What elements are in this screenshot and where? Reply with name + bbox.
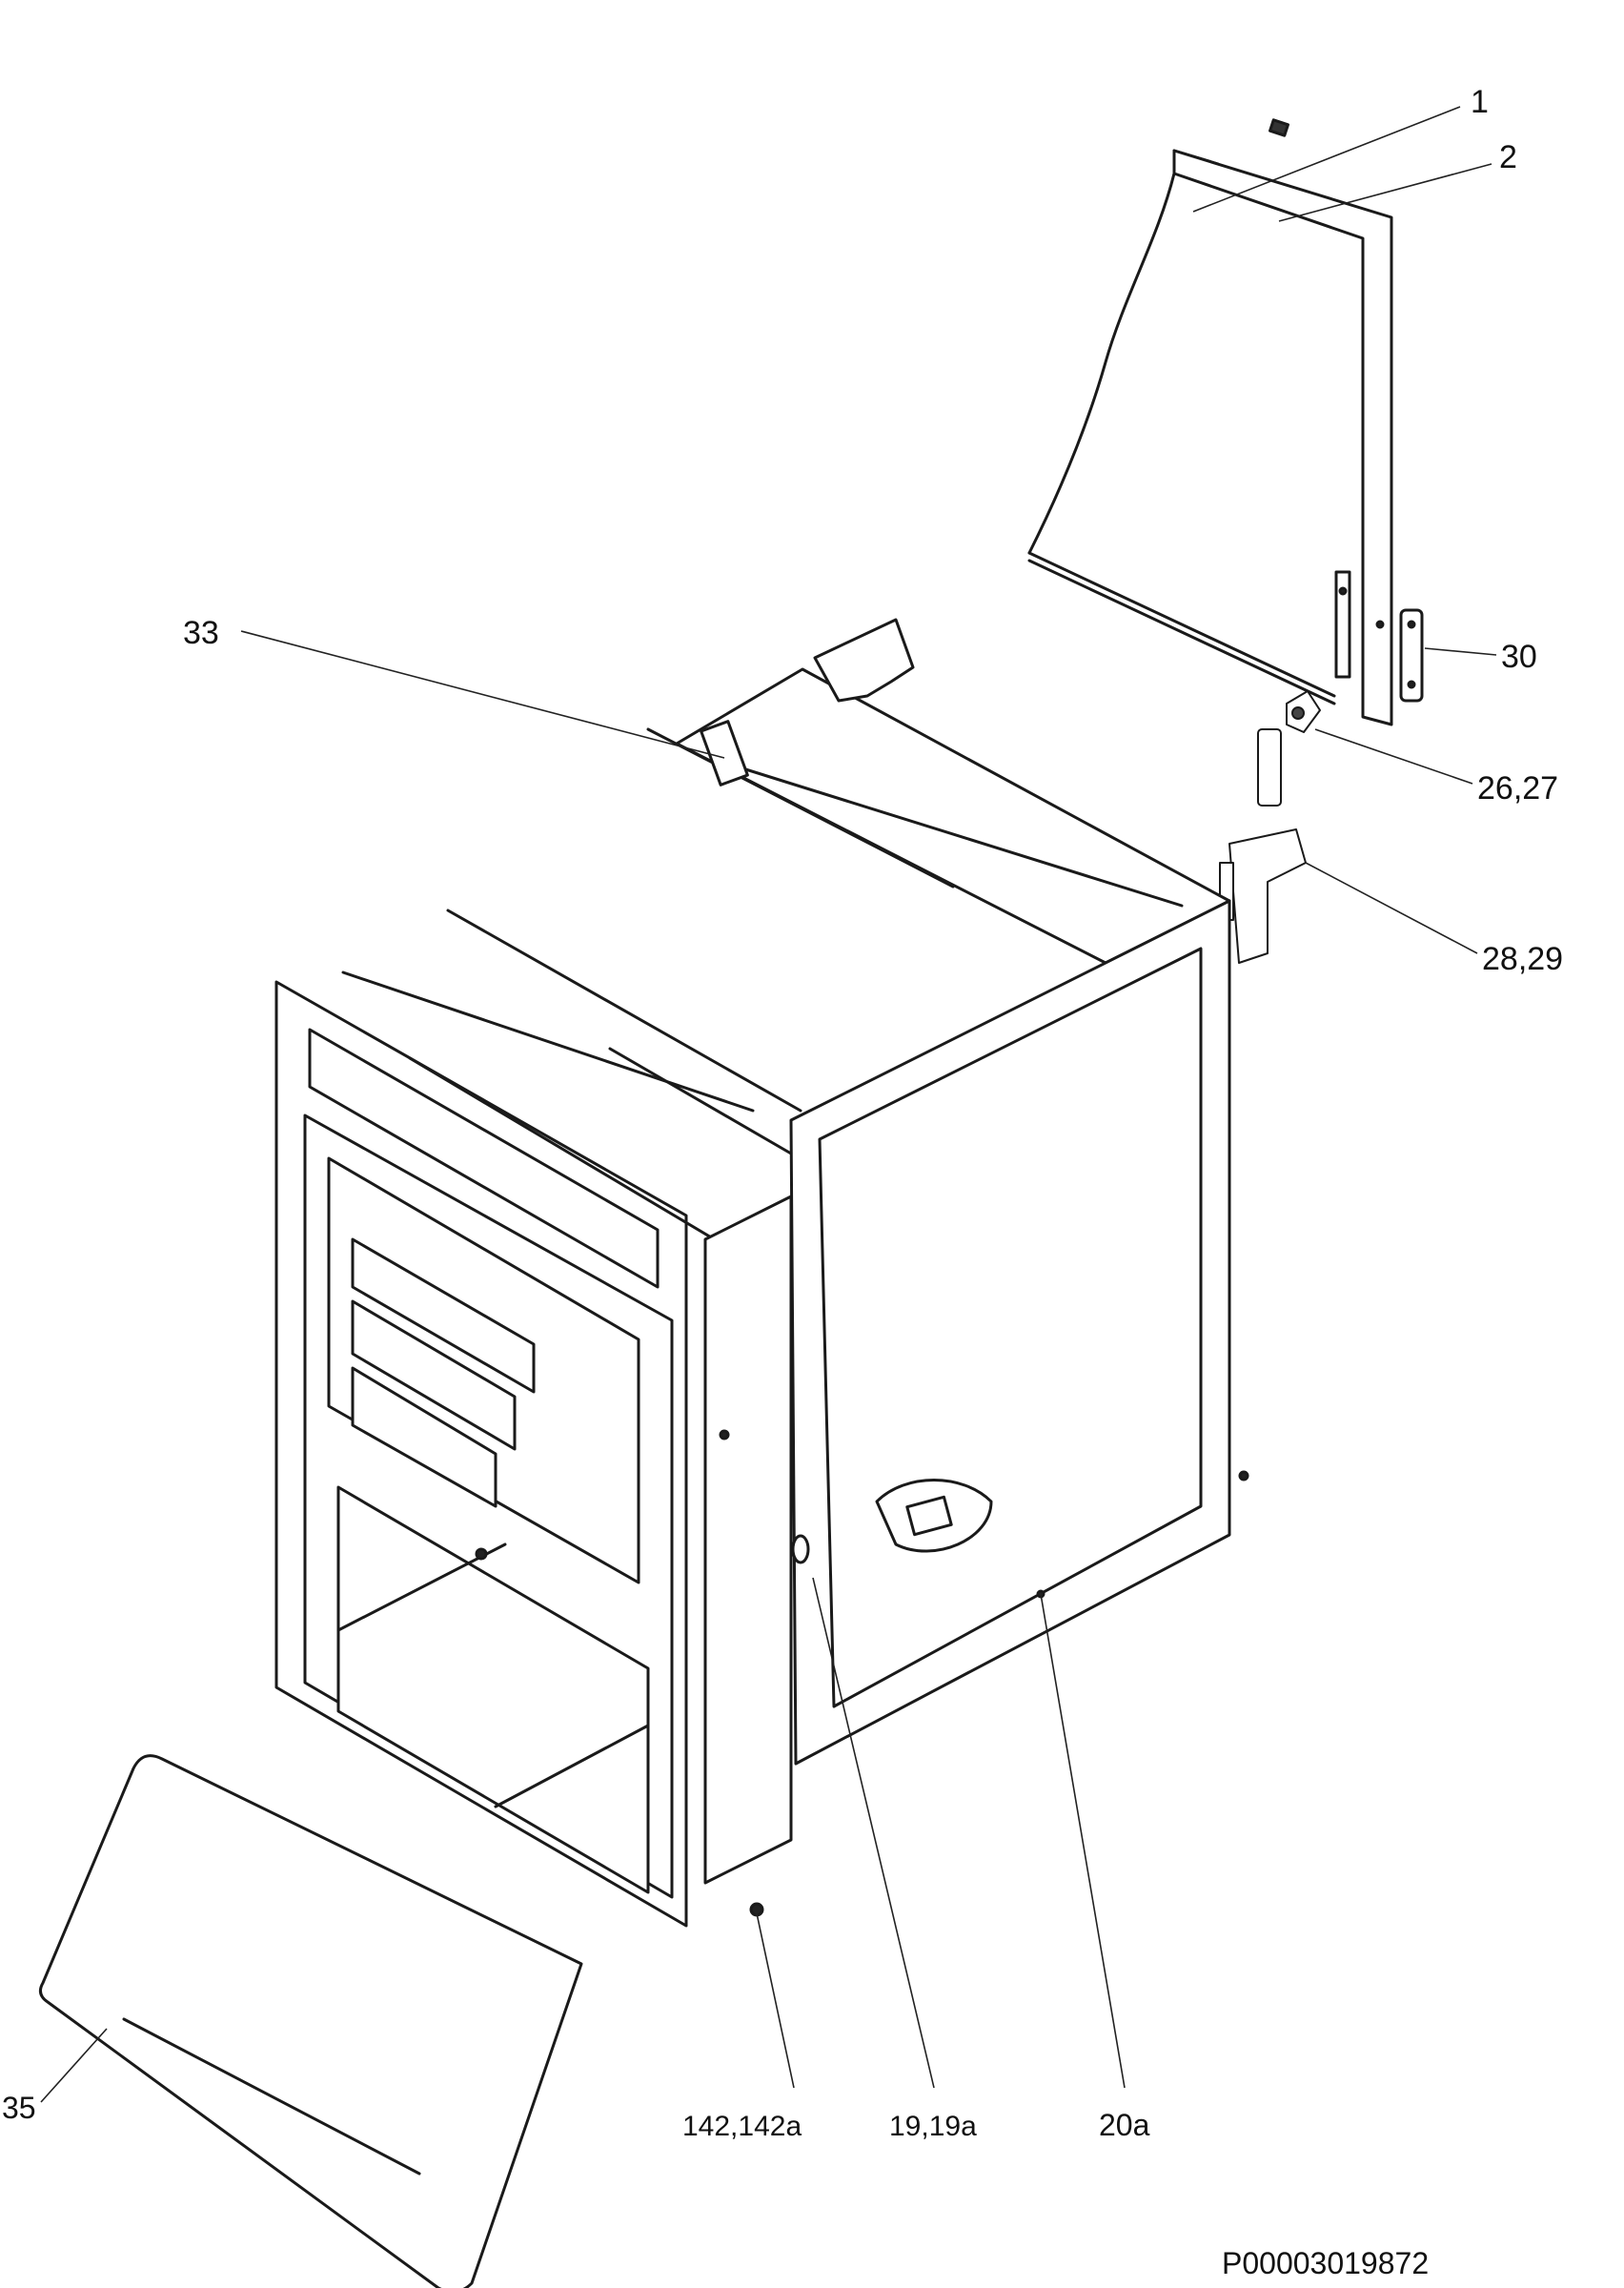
callout-20a: 20a (1099, 2108, 1150, 2142)
door-panel (1027, 118, 1424, 726)
leader-lines (40, 106, 1497, 2103)
oven-cabinet (274, 618, 1249, 1928)
callout-142-142a: 142,142a (682, 2111, 802, 2142)
reference-code: P00003019872 (1222, 2246, 1429, 2280)
callout-2: 2 (1499, 139, 1517, 175)
callout-30: 30 (1501, 639, 1537, 675)
hinge-bracket (1219, 828, 1307, 964)
callout-1: 1 (1471, 84, 1489, 120)
callout-28-29: 28,29 (1482, 941, 1563, 977)
hinge-pin (1257, 690, 1321, 807)
callout-19-19a: 19,19a (889, 2111, 977, 2142)
callout-33: 33 (183, 615, 219, 651)
callout-26-27: 26,27 (1477, 770, 1558, 807)
trim-strip (38, 1754, 583, 2288)
callout-35: 35 (2, 2091, 36, 2125)
